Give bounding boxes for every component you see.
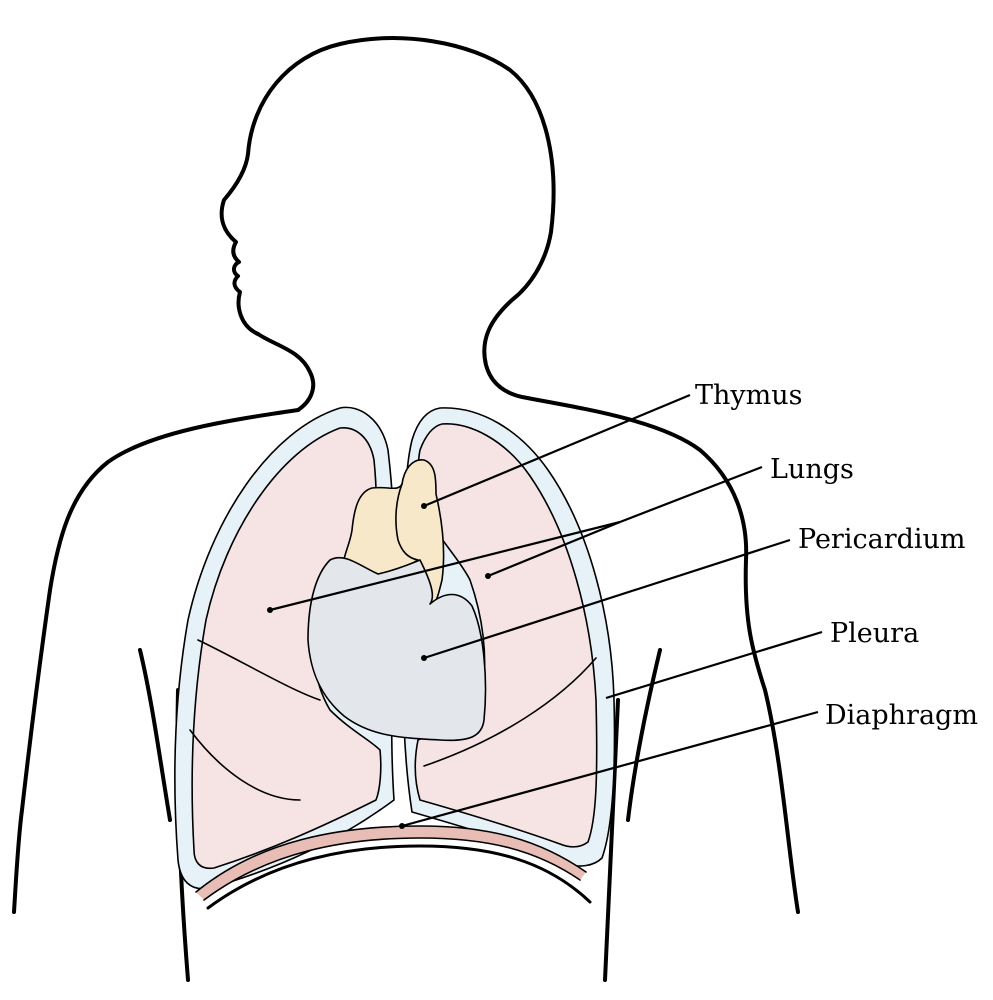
right-arm-inner xyxy=(628,650,660,820)
left-arm-inner xyxy=(140,650,170,820)
neck-left-line xyxy=(258,334,313,410)
pleura-leader xyxy=(606,632,822,698)
lungs-anchor-dot-right xyxy=(485,573,491,579)
pericardium-anchor-dot xyxy=(421,655,427,661)
lungs-anchor-dot-left xyxy=(267,607,273,613)
label-pericardium: Pericardium xyxy=(798,524,966,555)
diaphragm-anchor-dot xyxy=(399,823,405,829)
thymus-anchor-dot xyxy=(421,503,427,509)
label-lungs: Lungs xyxy=(770,454,854,485)
label-pleura: Pleura xyxy=(830,618,919,649)
label-thymus: Thymus xyxy=(695,380,803,411)
label-diaphragm: Diaphragm xyxy=(825,700,978,731)
